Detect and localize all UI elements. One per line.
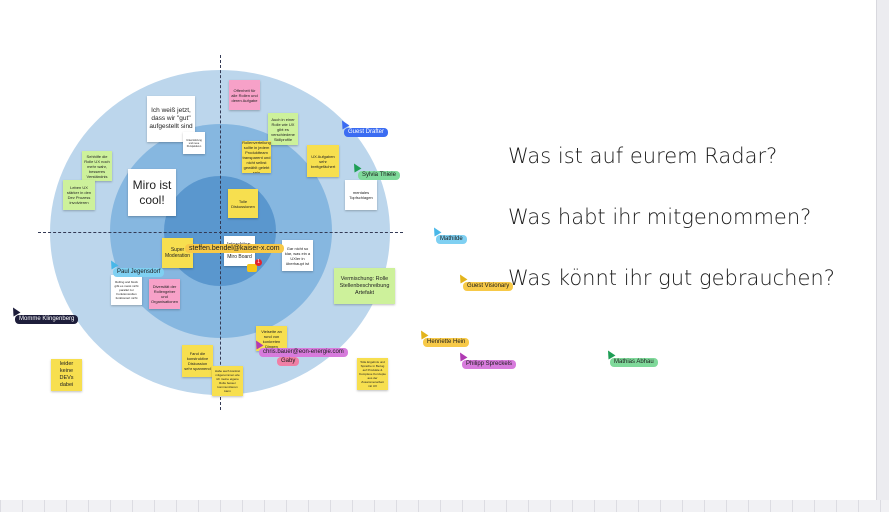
- sticky-note[interactable]: Tolle Ergebnis und Sprache in Bezug auf …: [357, 358, 388, 390]
- miro-board-canvas[interactable]: Offenheit für alle Rollen und deren Aufg…: [0, 0, 876, 500]
- cursor-label-mathilde: Mathilde: [436, 235, 467, 244]
- sticky-note[interactable]: Gar nicht so klar, was ein a UXler in üb…: [282, 240, 313, 271]
- sticky-note[interactable]: Tolle Diskussionen: [228, 189, 258, 218]
- cursor-label-guest-drafter: Guest Drafter: [344, 128, 389, 137]
- cursor-label-mathias: Mathias Abhau: [610, 358, 658, 367]
- radar-axis-vertical: [220, 55, 221, 410]
- sticky-note[interactable]: Super Moderation: [162, 238, 193, 268]
- cursor-label-momme: Momme Klingenberg: [15, 315, 79, 324]
- sticky-note[interactable]: Fand die konstruktive Diskussion sehr sp…: [182, 345, 213, 377]
- notification-badge[interactable]: 1: [255, 259, 262, 266]
- sticky-note[interactable]: Unterstützung und neue Perspektiven: [183, 132, 205, 154]
- sticky-note[interactable]: leider keine DEVs dabei: [51, 359, 82, 391]
- board-edge-right: [876, 0, 889, 512]
- sticky-note[interactable]: Leben UX stärker in den Dev Prozess invo…: [63, 180, 95, 210]
- cursor-label-philipp: Philipp Spreckels: [462, 360, 517, 369]
- board-grid-background: [0, 500, 889, 512]
- cursor-label-chris: chris.bauer@eon-energie.com: [259, 348, 348, 357]
- cursor-label-steffen: steffen.bendel@kaiser-x.com: [185, 244, 284, 253]
- question-radar: Was ist auf eurem Radar?: [508, 144, 778, 168]
- cursor-label-gaby: Gaby: [277, 357, 300, 366]
- sticky-note[interactable]: Rollenverteilung sollte in jedem Produkt…: [242, 141, 271, 173]
- sticky-note[interactable]: Auch in einer Rolle wie UX gibt es versc…: [268, 113, 298, 145]
- sticky-note[interactable]: mentales Topfschlagen: [345, 180, 377, 210]
- question-takeaways: Was habt ihr mitgenommen?: [508, 205, 812, 229]
- sticky-note[interactable]: Vielseite an rund von konkreten Dingen: [256, 326, 287, 351]
- sticky-note[interactable]: UX Aufgaben sehr breitgefächert: [307, 145, 339, 177]
- cursor-label-paul: Paul Jegensdorf: [113, 268, 165, 277]
- sticky-note[interactable]: Offenheit für alle Rollen und deren Aufg…: [229, 80, 260, 110]
- cursor-label-henriette: Henriette Hein: [423, 338, 470, 347]
- question-needs: Was könnt ihr gut gebrauchen?: [508, 266, 835, 290]
- sticky-note[interactable]: Miro ist cool!: [128, 169, 176, 216]
- sticky-note[interactable]: Rolling and block gibt es meist nicht pa…: [111, 275, 142, 305]
- sticky-note[interactable]: Vermischung: Rolle Stellenbeschreibung A…: [334, 268, 395, 304]
- cursor-label-guest-visionary: Guest Visionary: [463, 282, 514, 291]
- comment-icon[interactable]: [247, 264, 257, 272]
- sticky-note[interactable]: Sehhilfe die Rolle UX noch mehr wahr, be…: [82, 151, 112, 181]
- sticky-note[interactable]: Diversität der Rollengeber und Organisat…: [149, 279, 180, 309]
- sticky-note[interactable]: Habe auch konkret mitgenommen wie ich me…: [212, 366, 243, 396]
- cursor-label-sylvia: Sylvia Thiele: [358, 171, 400, 180]
